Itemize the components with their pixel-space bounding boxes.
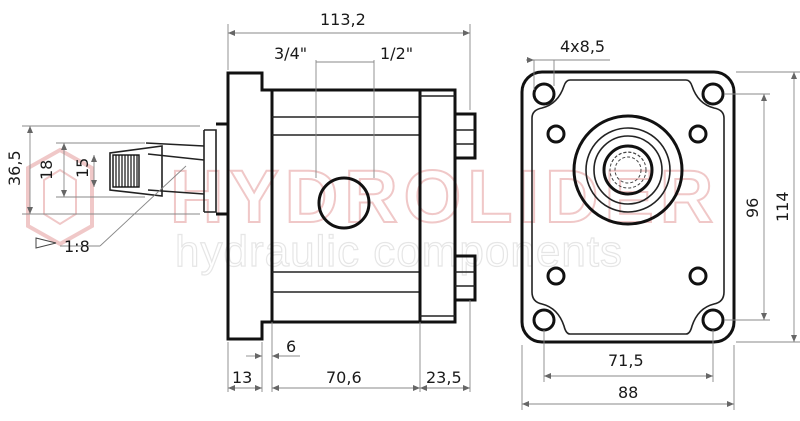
bolt-head-bottom xyxy=(453,254,477,302)
dim-overall-length: 113,2 xyxy=(320,10,366,29)
front-flange-outline xyxy=(520,70,736,344)
dim-body-length: 70,6 xyxy=(326,368,362,387)
port-circle xyxy=(317,176,371,230)
dim-inlet-port: 3/4" xyxy=(274,44,307,63)
dim-outlet-port: 1/2" xyxy=(380,44,413,63)
watermark: HYDROLIDER hydraulic components xyxy=(26,147,719,277)
dim-hole-spacing-vertical: 96 xyxy=(743,198,762,218)
bolt-hole-2 xyxy=(688,124,708,144)
dim-flange-height: 114 xyxy=(773,191,792,222)
dim-hole-spacing-horizontal: 71,5 xyxy=(608,351,644,370)
taper-arrow-icon xyxy=(35,237,57,249)
mount-hole-bottom-left xyxy=(532,308,556,332)
side-dimensions: 113,2 3/4" 1/2" 36,5 18 15 1:8 13 6 70,6… xyxy=(5,10,471,392)
dim-mount-holes: 4x8,5 xyxy=(560,37,605,56)
front-dimensions: 4x8,5 71,5 88 96 114 xyxy=(521,37,800,410)
bolt-hole-1 xyxy=(546,124,566,144)
watermark-brand: HYDROLIDER xyxy=(170,155,719,238)
dim-shaft-mid: 18 xyxy=(37,160,56,180)
bolt-hole-3 xyxy=(546,266,566,286)
dim-flange-width: 88 xyxy=(618,383,638,402)
shaft xyxy=(109,129,217,213)
front-inner-contour xyxy=(531,79,725,335)
mount-hole-bottom-right xyxy=(701,308,725,332)
end-cover xyxy=(418,88,457,324)
watermark-tagline: hydraulic components xyxy=(175,227,623,276)
dim-flange-thickness: 13 xyxy=(232,368,252,387)
bolt-head-top xyxy=(453,112,477,160)
mount-hole-top-left xyxy=(532,82,556,106)
dim-end-cover-length: 23,5 xyxy=(426,368,462,387)
mount-hole-top-right xyxy=(701,82,725,106)
bolt-hole-4 xyxy=(688,266,708,286)
dim-shaft-outer: 36,5 xyxy=(5,150,24,186)
shaft-thread xyxy=(112,154,140,188)
dim-step: 6 xyxy=(286,337,296,356)
dim-shaft-inner: 15 xyxy=(73,158,92,178)
dim-taper: 1:8 xyxy=(64,237,90,256)
front-shaft xyxy=(572,114,684,226)
